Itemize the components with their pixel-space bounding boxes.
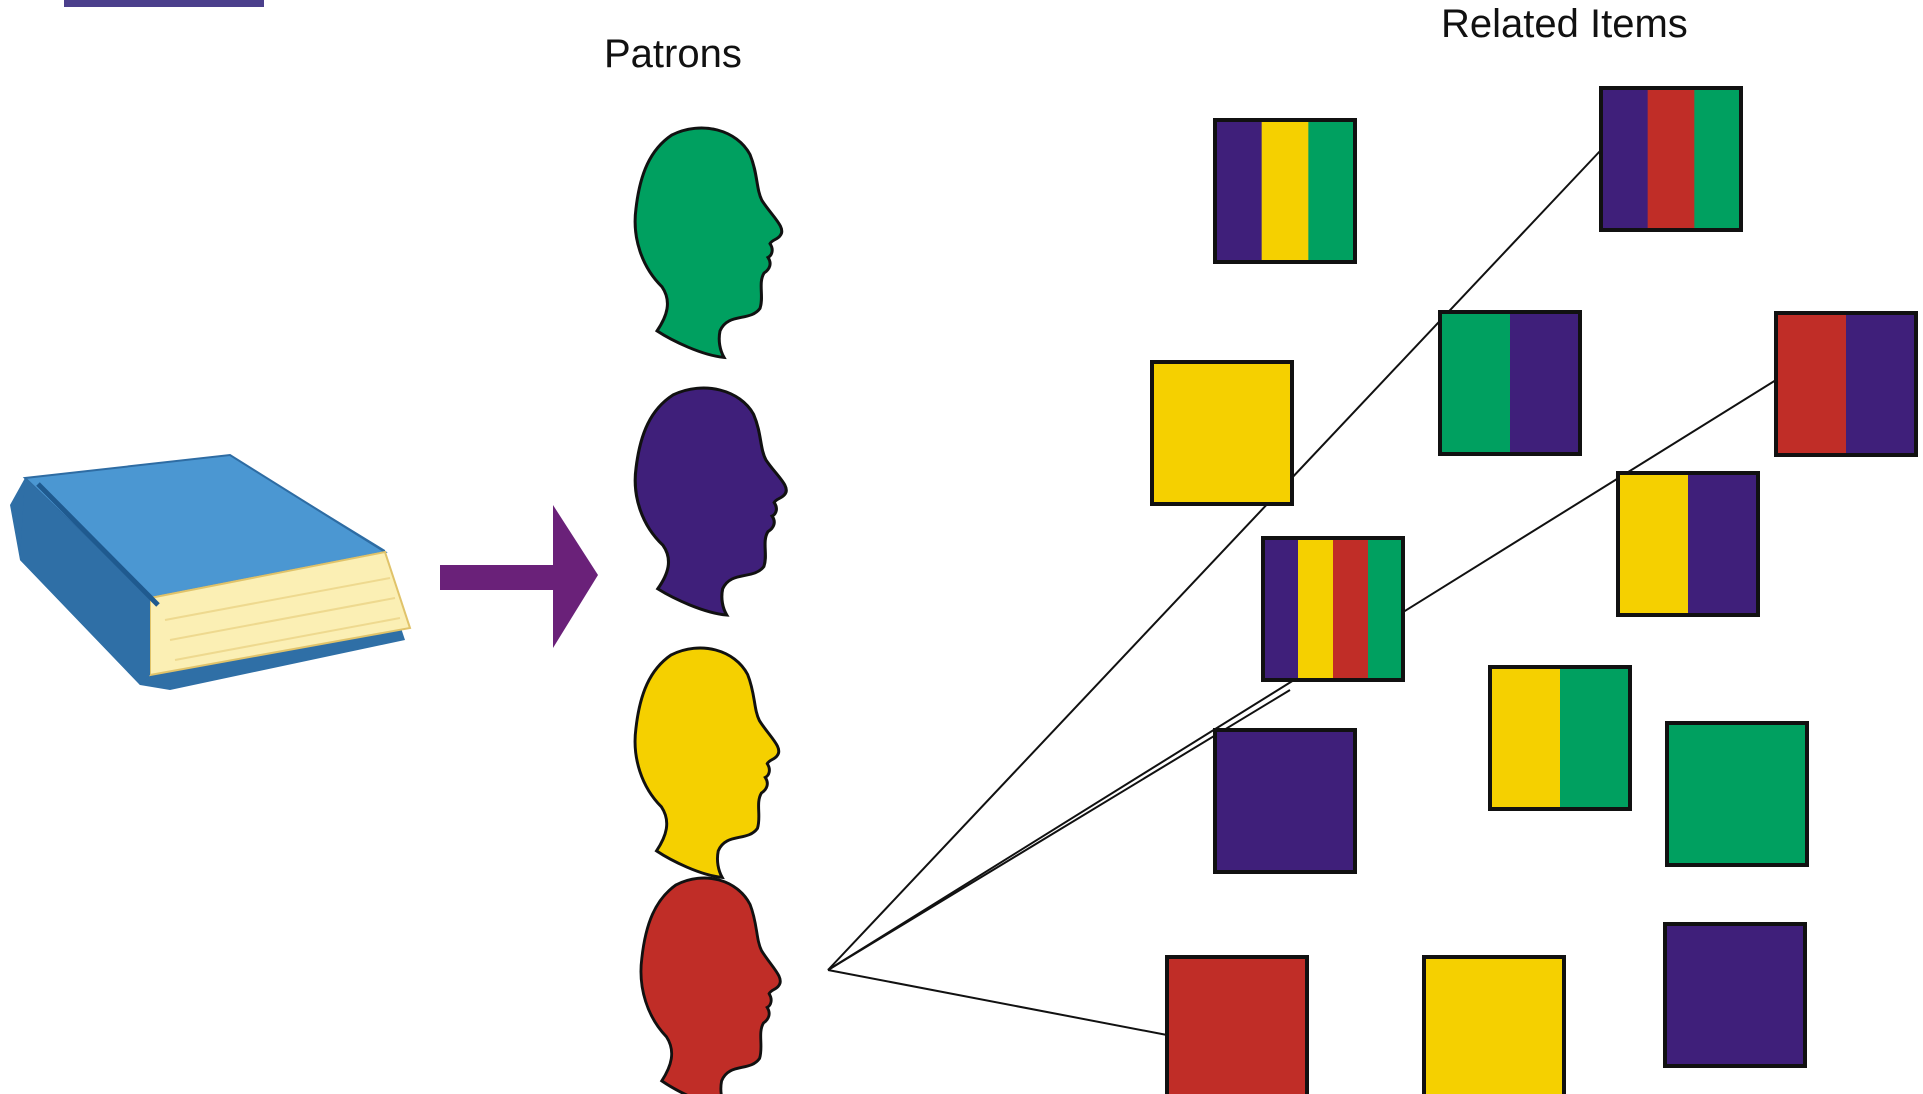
item-7-stripe-red (1333, 538, 1369, 680)
item-7-border (1261, 536, 1405, 682)
item-7-stripe-yellow (1298, 538, 1334, 680)
item-8-border (1488, 665, 1632, 811)
patron-yellow-head-icon (633, 646, 781, 880)
item-2-stripe-green (1694, 88, 1742, 230)
item-2-stripe-red (1647, 88, 1695, 230)
item-2-border (1599, 86, 1743, 232)
related-item-2 (1599, 86, 1743, 232)
item-13-stripe-purple (1665, 924, 1806, 1066)
item-1-stripe-purple (1215, 120, 1263, 262)
item-6-stripe-yellow (1618, 473, 1689, 615)
related-item-7 (1261, 536, 1405, 682)
item-11-border (1165, 955, 1309, 1094)
related-item-11 (1165, 955, 1309, 1094)
related-item-4 (1150, 360, 1294, 506)
item-12-stripe-yellow (1424, 957, 1565, 1094)
related-item-12 (1422, 955, 1566, 1094)
item-9-stripe-purple (1215, 730, 1356, 872)
related-items-label: Related Items (1441, 2, 1688, 46)
related-item-8 (1488, 665, 1632, 811)
related-item-9 (1213, 728, 1357, 874)
item-3-border (1438, 310, 1582, 456)
item-10-border (1665, 721, 1809, 867)
corner-tab (64, 0, 264, 7)
item-6-stripe-purple (1688, 473, 1759, 615)
related-item-1 (1213, 118, 1357, 264)
item-5-stripe-purple (1846, 313, 1917, 455)
item-8-stripe-yellow (1490, 667, 1561, 809)
related-item-10 (1665, 721, 1809, 867)
item-2-stripe-purple (1601, 88, 1649, 230)
item-3-stripe-green (1440, 312, 1511, 454)
book-icon (10, 453, 412, 690)
item-1-stripe-yellow (1261, 120, 1309, 262)
patron-purple-head-icon (633, 386, 788, 617)
item-8-stripe-green (1560, 667, 1631, 809)
connection-line-item-11 (827, 969, 1168, 1036)
item-1-border (1213, 118, 1357, 264)
patrons-label: Patrons (604, 32, 742, 76)
item-7-stripe-green (1368, 538, 1404, 680)
item-5-stripe-red (1776, 313, 1847, 455)
item-1-stripe-green (1308, 120, 1356, 262)
item-9-border (1213, 728, 1357, 874)
item-10-stripe-green (1667, 723, 1808, 865)
patrons-group (633, 126, 788, 1094)
related-item-3 (1438, 310, 1582, 456)
patron-green-head-icon (633, 126, 784, 360)
related-item-5 (1774, 311, 1918, 457)
related-items-group (1150, 86, 1918, 1094)
related-item-13 (1663, 922, 1807, 1068)
item-11-stripe-red (1167, 957, 1308, 1094)
item-6-border (1616, 471, 1760, 617)
item-13-border (1663, 922, 1807, 1068)
connection-line-item-2 (827, 149, 1602, 971)
item-3-stripe-purple (1510, 312, 1581, 454)
item-5-border (1774, 311, 1918, 457)
related-item-6 (1616, 471, 1760, 617)
item-7-stripe-purple (1263, 538, 1299, 680)
item-12-border (1422, 955, 1566, 1094)
item-4-stripe-yellow (1152, 362, 1293, 504)
item-4-border (1150, 360, 1294, 506)
arrow-icon (440, 505, 598, 648)
patron-red-head-icon (639, 876, 782, 1094)
